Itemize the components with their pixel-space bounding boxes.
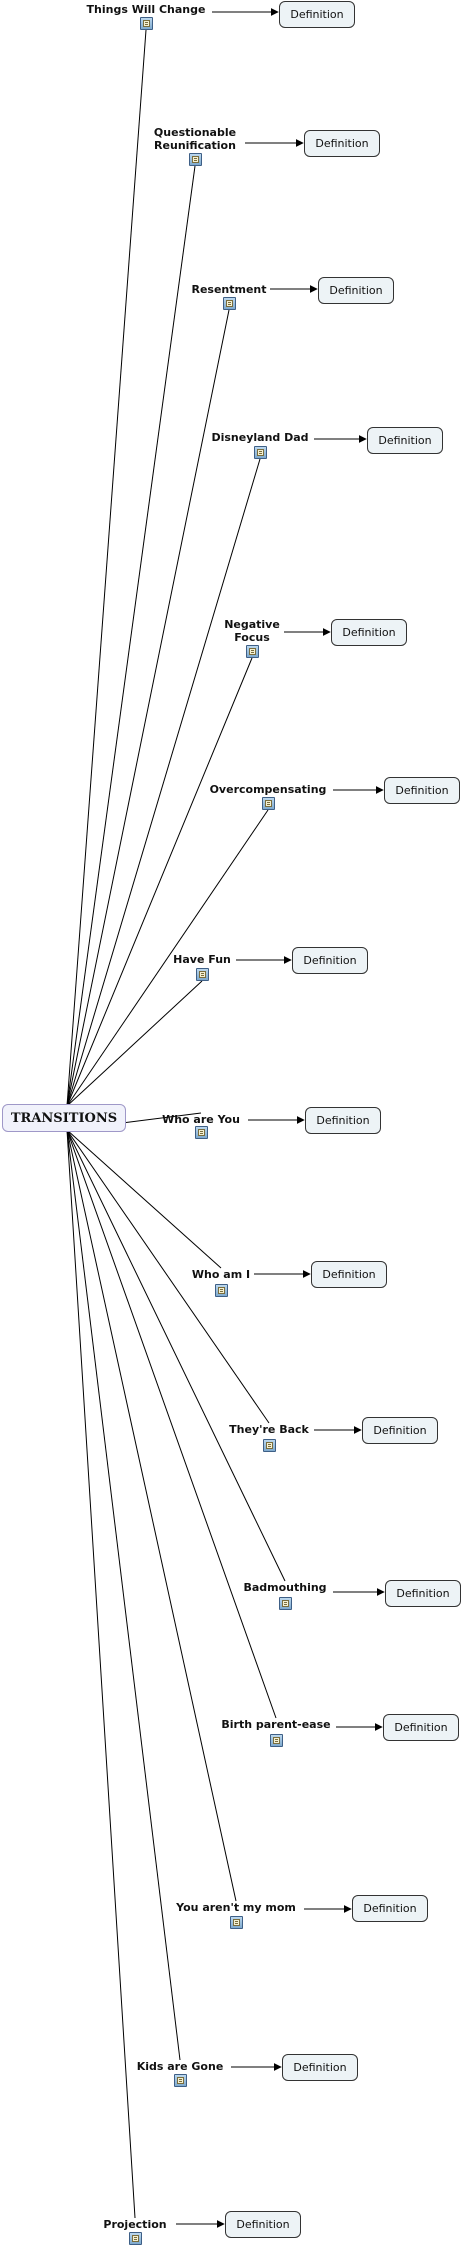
concept-label-badmouthing[interactable]: Badmouthing [243,1581,327,1594]
concept-label-resentment[interactable]: Resentment [191,283,267,296]
definition-button-disneyland-dad[interactable]: Definition [367,427,443,454]
root-link-projection [66,1129,136,2219]
root-concept-transitions[interactable]: TRANSITIONS [2,1104,126,1132]
concept-label-who-are-you[interactable]: Who are You [162,1113,240,1126]
concept-label-birth-parent-ease[interactable]: Birth parent-ease [221,1718,331,1731]
root-link-birth-parent-ease [66,1129,277,1719]
definition-button-who-am-i[interactable]: Definition [311,1261,387,1288]
root-link-you-aren-t-my-mom [66,1129,237,1902]
concept-label-who-am-i[interactable]: Who am I [191,1268,251,1281]
definition-button-they-re-back[interactable]: Definition [362,1417,438,1444]
document-resource-icon[interactable] [196,968,209,981]
definition-button-have-fun[interactable]: Definition [292,947,368,974]
root-link-who-am-i [66,1129,222,1269]
definition-button-birth-parent-ease[interactable]: Definition [383,1714,459,1741]
document-resource-icon[interactable] [140,17,153,30]
document-resource-icon[interactable] [215,1284,228,1297]
root-link-questionable-reunification [66,165,196,1107]
document-resource-icon[interactable] [230,1916,243,1929]
root-link-overcompensating [66,809,269,1107]
root-link-resentment [66,309,230,1107]
definition-button-who-are-you[interactable]: Definition [305,1107,381,1134]
definition-button-resentment[interactable]: Definition [318,277,394,304]
document-resource-icon[interactable] [263,1439,276,1452]
root-link-kids-are-gone [66,1129,181,2061]
concept-label-overcompensating[interactable]: Overcompensating [209,783,327,796]
definition-button-badmouthing[interactable]: Definition [385,1580,461,1607]
document-resource-icon[interactable] [279,1597,292,1610]
root-link-things-will-change [66,29,147,1107]
concept-label-they-re-back[interactable]: They're Back [229,1423,309,1436]
concept-label-things-will-change[interactable]: Things Will Change [86,3,206,16]
root-link-they-re-back [66,1129,270,1424]
concept-label-disneyland-dad[interactable]: Disneyland Dad [211,431,309,444]
document-resource-icon[interactable] [174,2074,187,2087]
definition-button-you-aren-t-my-mom[interactable]: Definition [352,1895,428,1922]
root-link-have-fun [66,980,203,1107]
document-resource-icon[interactable] [262,797,275,810]
document-resource-icon[interactable] [270,1734,283,1747]
definition-button-overcompensating[interactable]: Definition [384,777,460,804]
document-resource-icon[interactable] [246,645,259,658]
root-link-badmouthing [66,1129,286,1582]
concept-label-you-aren-t-my-mom[interactable]: You aren't my mom [176,1901,296,1914]
document-resource-icon[interactable] [129,2232,142,2245]
root-link-disneyland-dad [66,458,261,1107]
document-resource-icon[interactable] [223,297,236,310]
document-resource-icon[interactable] [195,1126,208,1139]
definition-button-projection[interactable]: Definition [225,2211,301,2238]
document-resource-icon[interactable] [189,153,202,166]
concept-label-kids-are-gone[interactable]: Kids are Gone [136,2060,224,2073]
root-link-negative-focus [66,657,253,1107]
concept-label-projection[interactable]: Projection [103,2218,167,2231]
definition-button-negative-focus[interactable]: Definition [331,619,407,646]
document-resource-icon[interactable] [254,446,267,459]
concept-label-have-fun[interactable]: Have Fun [173,953,231,966]
definition-button-things-will-change[interactable]: Definition [279,1,355,28]
definition-button-kids-are-gone[interactable]: Definition [282,2054,358,2081]
definition-button-questionable-reunification[interactable]: Definition [304,130,380,157]
